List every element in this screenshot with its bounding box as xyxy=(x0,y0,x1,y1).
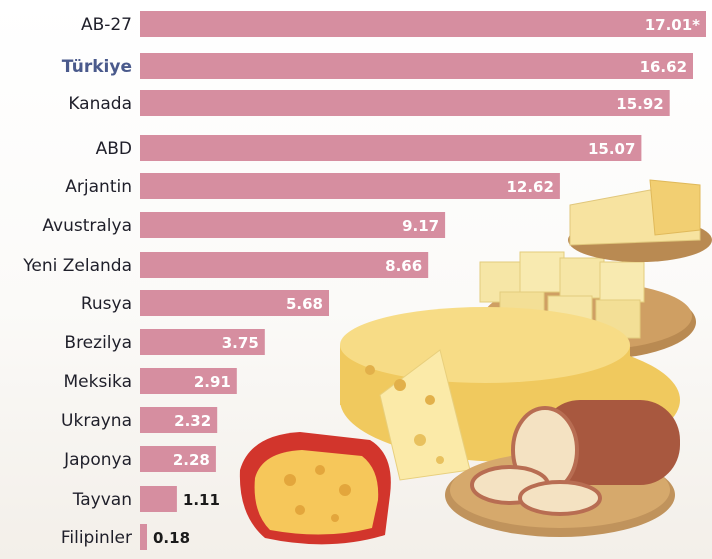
value-label-3: 15.07 xyxy=(588,140,635,158)
bar-12 xyxy=(140,486,177,512)
category-label-8: Brezilya xyxy=(64,333,132,353)
category-label-11: Japonya xyxy=(63,450,132,470)
category-label-6: Yeni Zelanda xyxy=(22,256,132,276)
value-label-6: 8.66 xyxy=(385,257,422,275)
category-label-13: Filipinler xyxy=(61,528,132,548)
bar-3 xyxy=(140,135,642,161)
value-label-7: 5.68 xyxy=(286,295,323,313)
category-label-4: Arjantin xyxy=(65,177,132,197)
cheese-illustration xyxy=(239,179,712,545)
category-label-10: Ukrayna xyxy=(61,411,132,431)
category-label-1: Türkiye xyxy=(62,57,132,77)
bar-7 xyxy=(140,290,329,316)
value-label-2: 15.92 xyxy=(616,95,663,113)
bar-5 xyxy=(140,212,446,238)
value-label-8: 3.75 xyxy=(222,334,259,352)
bar-0 xyxy=(140,11,706,37)
category-label-0: AB-27 xyxy=(81,15,132,35)
bars-layer xyxy=(140,11,706,550)
category-label-2: Kanada xyxy=(68,94,132,114)
category-label-7: Rusya xyxy=(81,294,132,314)
bar-13 xyxy=(140,524,147,550)
category-label-3: ABD xyxy=(96,139,132,159)
value-label-4: 12.62 xyxy=(506,178,553,196)
bar-8 xyxy=(140,329,265,355)
value-label-5: 9.17 xyxy=(402,217,439,235)
value-label-1: 16.62 xyxy=(640,58,687,76)
value-label-13: 0.18 xyxy=(153,529,190,547)
bar-2 xyxy=(140,90,670,116)
value-label-9: 2.91 xyxy=(194,373,231,391)
category-label-5: Avustralya xyxy=(42,216,132,236)
category-label-12: Tayvan xyxy=(72,490,132,510)
bar-1 xyxy=(140,53,693,79)
value-label-0: 17.01* xyxy=(645,16,700,34)
category-label-9: Meksika xyxy=(63,372,132,392)
bar-4 xyxy=(140,173,560,199)
bar-11 xyxy=(140,446,216,472)
value-label-12: 1.11 xyxy=(183,491,220,509)
value-label-11: 2.28 xyxy=(173,451,210,469)
bar-10 xyxy=(140,407,218,433)
bar-9 xyxy=(140,368,237,394)
bar-6 xyxy=(140,252,429,278)
value-label-10: 2.32 xyxy=(174,412,211,430)
value-labels: 17.01* 16.62 15.92 15.07 12.62 9.17 8.66 5.68 3.… xyxy=(153,16,700,547)
